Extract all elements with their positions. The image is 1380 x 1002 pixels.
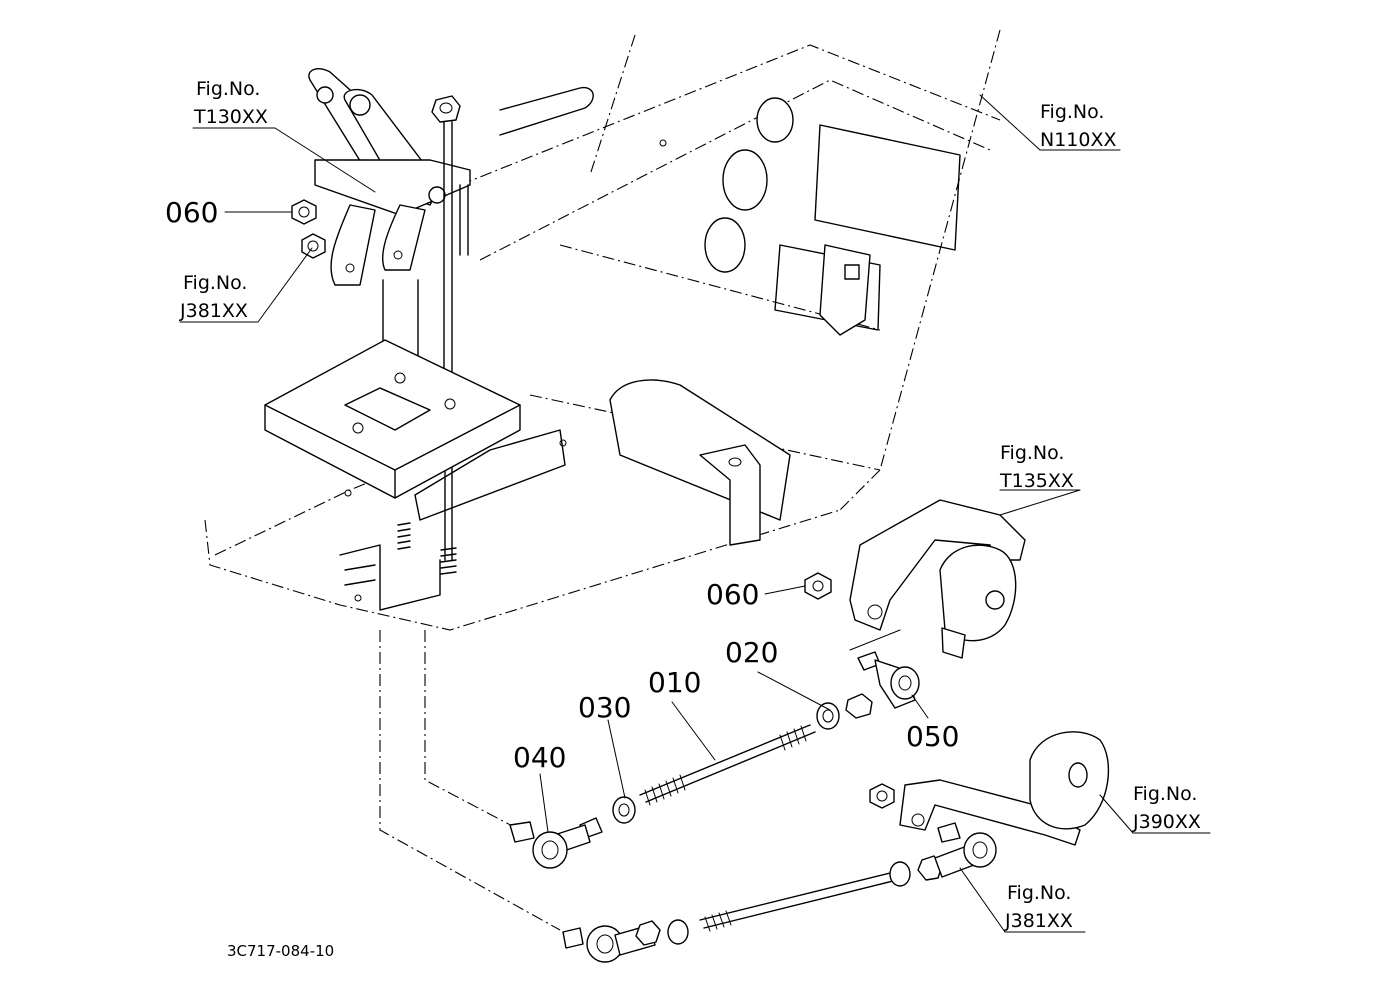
leader-lines xyxy=(179,94,1211,933)
fig-j381-top-line1: Fig.No. xyxy=(183,272,247,294)
part-060-upper-label: 060 xyxy=(165,196,218,229)
lower-rod-assembly xyxy=(562,822,997,963)
rod-010 xyxy=(639,724,816,806)
part-020-label: 020 xyxy=(725,636,778,669)
part-030-label: 030 xyxy=(578,691,631,724)
fig-n110-line2: N110XX xyxy=(1040,129,1117,151)
callout-fig-t130: Fig.No. T130XX xyxy=(193,78,268,128)
fig-t130-line2: T130XX xyxy=(193,106,268,128)
callout-fig-n110: Fig.No. N110XX xyxy=(1040,101,1117,151)
right-lower-bracket xyxy=(899,731,1110,846)
callout-fig-j381-top: Fig.No. J381XX xyxy=(179,272,248,322)
rod-end-050 xyxy=(845,651,920,719)
fig-n110-line1: Fig.No. xyxy=(1040,101,1104,123)
fig-t135-line1: Fig.No. xyxy=(1000,442,1064,464)
pedal-bracket-assembly xyxy=(308,68,471,286)
washer-030 xyxy=(612,796,636,824)
frame-details xyxy=(339,86,961,611)
fig-j390-line1: Fig.No. xyxy=(1133,783,1197,805)
part-010-label: 010 xyxy=(648,666,701,699)
fig-t130-line1: Fig.No. xyxy=(196,78,260,100)
springs xyxy=(397,522,457,575)
floor-plate xyxy=(264,339,521,499)
callout-fig-j381-bottom: Fig.No. J381XX xyxy=(1004,882,1073,932)
right-middle-bracket xyxy=(849,499,1026,659)
part-060-middle-label: 060 xyxy=(706,578,759,611)
rod-end-040 xyxy=(509,817,603,869)
washer-upper xyxy=(301,233,326,259)
upper-rods xyxy=(382,95,469,561)
nut-060-upper xyxy=(291,199,317,225)
drawing-code: 3C717-084-10 xyxy=(227,942,334,960)
fig-t135-line2: T135XX xyxy=(999,470,1074,492)
callout-fig-t135: Fig.No. T135XX xyxy=(999,442,1074,492)
fig-j390-line2: J390XX xyxy=(1132,811,1201,833)
nut-060-middle xyxy=(804,572,832,600)
fig-j381-bottom-line1: Fig.No. xyxy=(1007,882,1071,904)
part-040-label: 040 xyxy=(513,741,566,774)
callout-fig-j390: Fig.No. J390XX xyxy=(1132,783,1201,833)
washer-020 xyxy=(816,702,840,730)
fig-j381-bottom-line2: J381XX xyxy=(1004,910,1073,932)
fig-j381-top-line2: J381XX xyxy=(179,300,248,322)
part-050-label: 050 xyxy=(906,720,959,753)
nut-right-lower xyxy=(869,783,895,809)
